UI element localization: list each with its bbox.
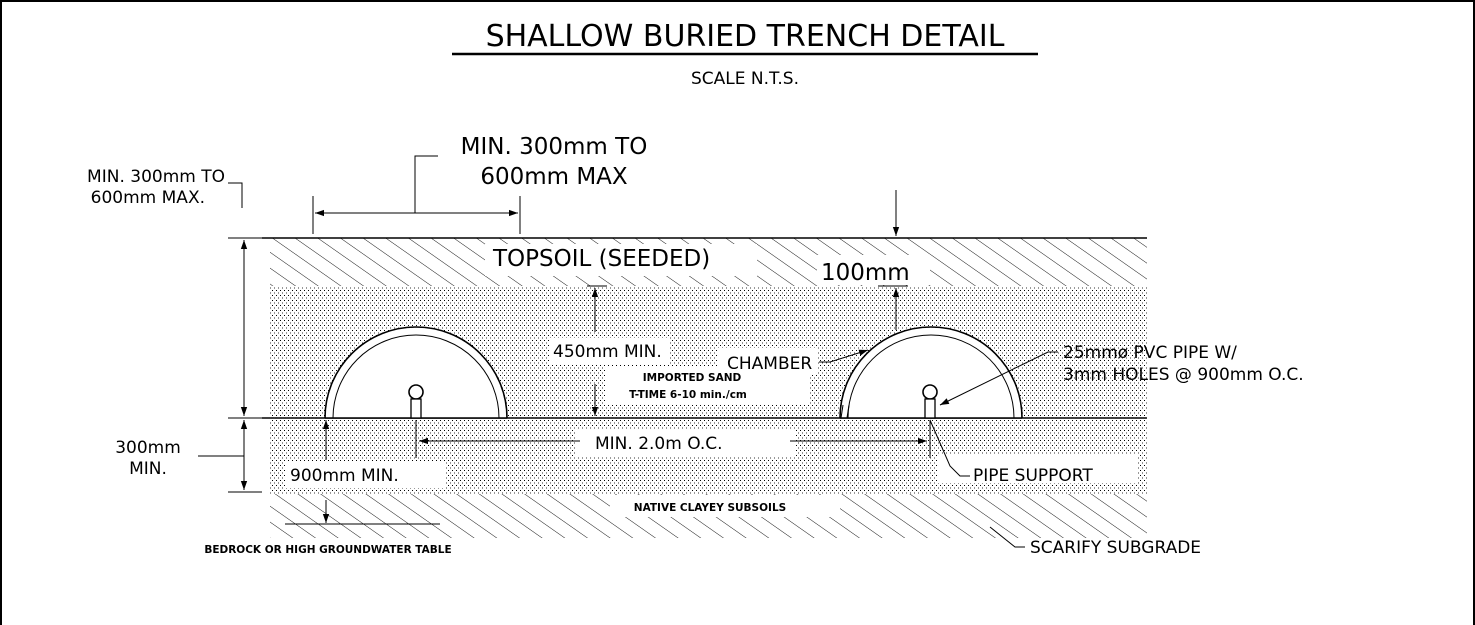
- pipe-left: [408, 384, 424, 419]
- label-imported-sand: IMPORTED SAND: [643, 372, 742, 384]
- label-native-subsoils: NATIVE CLAYEY SUBSOILS: [634, 502, 786, 514]
- drawing-title: SHALLOW BURIED TRENCH DETAIL: [486, 19, 1005, 54]
- label-bedrock: BEDROCK OR HIGH GROUNDWATER TABLE: [204, 544, 451, 556]
- label-cover-depth-l1: MIN. 300mm TO: [87, 167, 225, 187]
- label-sand-over: 450mm MIN.: [553, 342, 662, 362]
- dim-cover-depth: [228, 182, 262, 419]
- label-sand-below-l2: MIN.: [129, 459, 167, 479]
- pipe-right: [922, 384, 938, 419]
- label-separation: 900mm MIN.: [290, 466, 399, 486]
- dim-topsoil-depth: [878, 190, 908, 330]
- label-scarify: SCARIFY SUBGRADE: [1030, 538, 1201, 558]
- scale-note: SCALE N.T.S.: [691, 69, 799, 89]
- dim-chamber-spacing: [415, 420, 931, 458]
- label-pvc-pipe-l2: 3mm HOLES @ 900mm O.C.: [1063, 365, 1304, 385]
- label-pvc-pipe-l1: 25mmø PVC PIPE W/: [1063, 343, 1237, 363]
- label-sand-below-l1: 300mm: [115, 438, 181, 458]
- label-t-time: T-TIME 6-10 min./cm: [629, 389, 747, 401]
- label-chamber: CHAMBER: [727, 354, 812, 374]
- label-pipe-support: PIPE SUPPORT: [973, 466, 1093, 486]
- label-cover-depth-l2: 600mm MAX.: [91, 188, 205, 208]
- label-topsoil-depth: 100mm: [821, 260, 910, 286]
- dim-sand-below: [198, 420, 262, 493]
- dim-chamber-width: [312, 155, 521, 234]
- label-topsoil: TOPSOIL (SEEDED): [492, 246, 710, 272]
- dim-sand-over: [587, 285, 607, 419]
- dim-separation: [285, 420, 440, 525]
- label-chamber-spacing: MIN. 2.0m O.C.: [595, 434, 723, 454]
- label-chamber-width-l1: MIN. 300mm TO: [461, 134, 648, 160]
- label-chamber-width-l2: 600mm MAX: [480, 164, 628, 190]
